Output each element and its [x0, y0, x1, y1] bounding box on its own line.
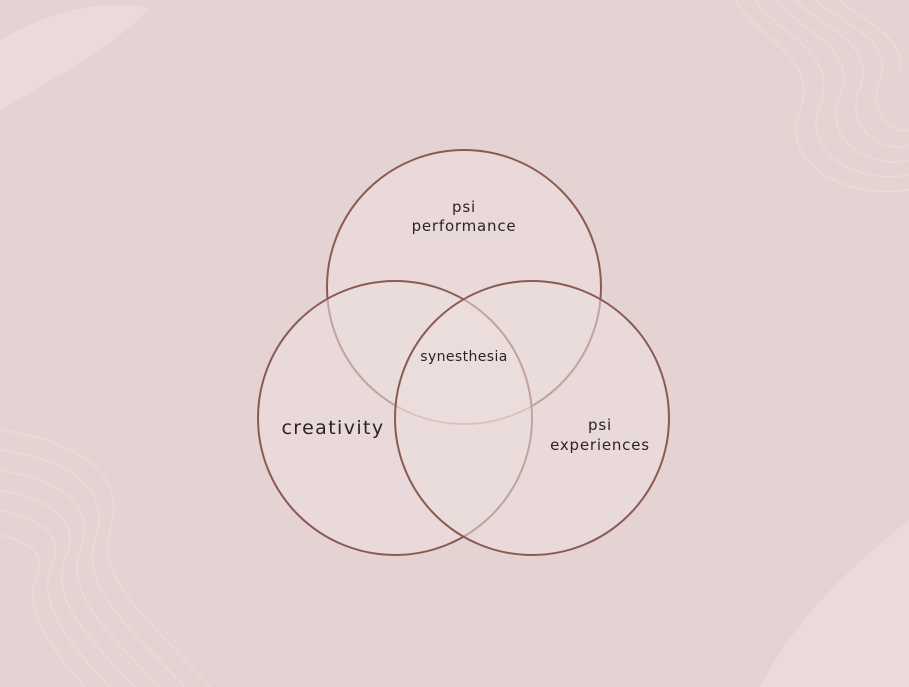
label-psi-experiences-line1: psi [588, 416, 612, 434]
label-psi-experiences-line2: experiences [550, 436, 650, 454]
decorative-contour-lines-bottom-left [0, 429, 211, 687]
brush-stroke-top-left [0, 4, 150, 110]
circle-psi-experiences [394, 280, 670, 556]
brush-stroke-bottom-right [760, 520, 909, 687]
venn-circles [257, 149, 670, 556]
decorative-brush-strokes [0, 4, 909, 687]
decorative-contour-lines-top-right [734, 0, 909, 193]
label-psi-performance-line2: performance [412, 217, 517, 235]
label-psi-performance-line1: psi [452, 198, 476, 216]
label-creativity: creativity [281, 417, 384, 439]
label-synesthesia: synesthesia [420, 349, 508, 365]
